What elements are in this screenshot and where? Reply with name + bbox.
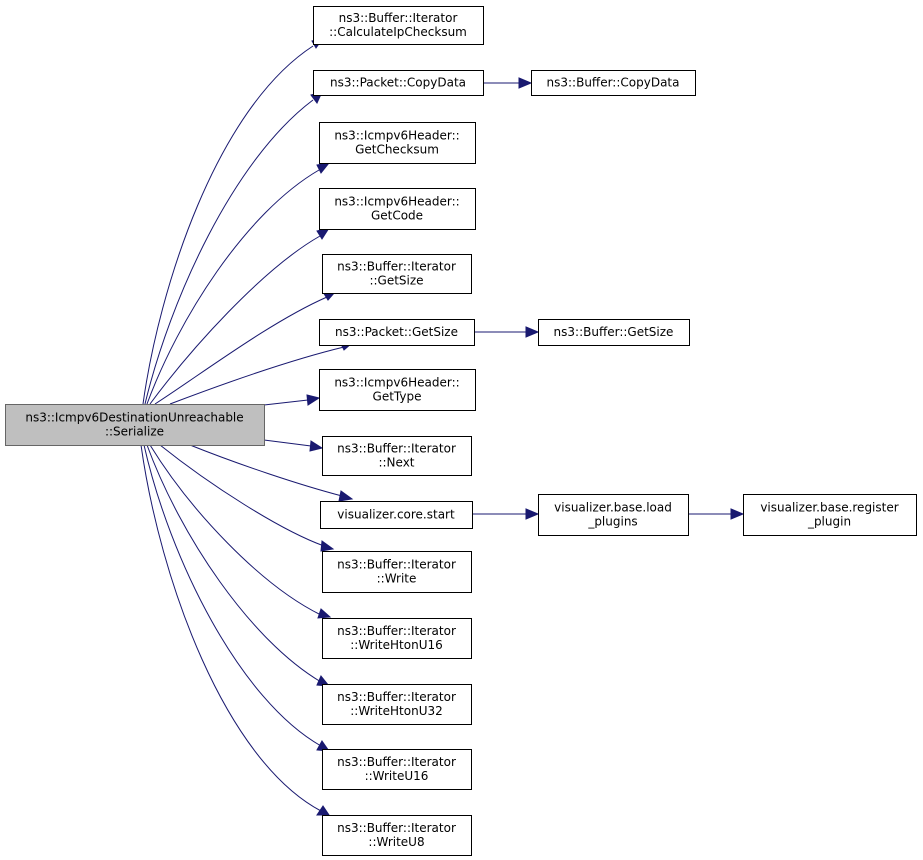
node-box [319,369,476,411]
node-box [322,684,472,725]
node-label: ns3::Icmpv6Header:: [334,129,459,143]
arrowhead-get_type [306,394,321,406]
arrowhead-vis_core_start [338,490,354,502]
node-label: ns3::Packet::CopyData [330,76,466,90]
node-box [322,551,472,593]
node-label: ::WriteHtonU32 [350,704,443,718]
node-calc_ip_checksum[interactable]: ns3::Buffer::Iterator::CalculateIpChecks… [313,6,484,45]
node-box [322,436,472,476]
node-get_code[interactable]: ns3::Icmpv6Header::GetCode [319,188,476,230]
edge-root-to-iter_writehtonu32 [146,444,322,683]
node-box [319,319,475,346]
edge-root-to-iter_writeu8 [140,444,322,812]
node-iter_write[interactable]: ns3::Buffer::Iterator::Write [322,551,472,593]
node-label: ns3::Buffer::Iterator [337,755,456,769]
node-box [538,494,689,536]
node-iter_writehtonu32[interactable]: ns3::Buffer::Iterator::WriteHtonU32 [322,684,472,725]
node-label: GetChecksum [355,143,439,157]
node-label: _plugins [587,515,637,529]
arrowhead-get_checksum [316,162,331,174]
node-label: ::WriteU8 [368,835,424,849]
node-box [319,122,476,164]
node-box [322,749,472,790]
node-label: ns3::Buffer::Iterator [339,11,458,25]
node-label: GetType [373,390,422,404]
edge-root-to-get_code [149,235,321,405]
arrowhead-vis_load_plugins [525,508,540,520]
node-buffer_getsize[interactable]: ns3::Buffer::GetSize [538,319,690,346]
node-vis_register_plugin[interactable]: visualizer.base.register_plugin [743,494,917,536]
node-label: visualizer.core.start [337,508,455,522]
node-box [322,618,472,659]
node-label: visualizer.base.load [554,501,672,515]
node-iter_getsize[interactable]: ns3::Buffer::Iterator::GetSize [322,254,472,294]
arrowhead-iter_next [309,440,324,452]
arrowhead-iter_writehtonu16 [317,608,332,619]
node-label: ns3::Buffer::GetSize [554,325,674,339]
node-label: ns3::Icmpv6Header:: [334,376,459,390]
edge-root-to-packet_copydata [144,99,314,405]
node-label: ns3::Icmpv6DestinationUnreachable [25,411,243,425]
edge-root-to-get_type [263,399,309,406]
nodes-layer: ns3::Icmpv6DestinationUnreachable::Seria… [5,6,917,856]
node-label: ns3::Buffer::Iterator [337,558,456,572]
arrowhead-buffer_copydata [518,77,533,89]
node-label: ns3::Buffer::Iterator [337,442,456,456]
edge-root-to-iter_getsize [154,296,328,405]
arrowhead-buffer_getsize [525,326,540,338]
node-box [322,254,472,294]
node-get_checksum[interactable]: ns3::Icmpv6Header::GetChecksum [319,122,476,164]
node-label: ns3::Packet::GetSize [335,325,458,339]
node-label: ns3::Buffer::Iterator [337,624,456,638]
node-label: ::GetSize [369,274,423,288]
edge-root-to-iter_writeu16 [143,444,322,747]
node-label: GetCode [371,209,423,223]
arrowhead-vis_register_plugin [730,508,745,520]
edge-root-to-iter_next [263,439,312,447]
node-iter_writehtonu16[interactable]: ns3::Buffer::Iterator::WriteHtonU16 [322,618,472,659]
arrowhead-iter_write [320,540,335,552]
node-iter_writeu16[interactable]: ns3::Buffer::Iterator::WriteU16 [322,749,472,790]
arrowhead-iter_writeu8 [316,805,330,816]
node-box [313,70,484,96]
node-box [313,6,484,45]
node-label: ns3::Buffer::Iterator [337,260,456,274]
node-packet_copydata[interactable]: ns3::Packet::CopyData [313,70,484,96]
node-box [319,188,476,230]
node-box [320,501,473,529]
edge-root-to-vis_core_start [189,444,343,497]
node-box [531,70,696,96]
node-iter_next[interactable]: ns3::Buffer::Iterator::Next [322,436,472,476]
node-packet_getsize[interactable]: ns3::Packet::GetSize [319,319,475,346]
node-box [743,494,917,536]
node-label: _plugin [807,515,851,529]
edge-root-to-iter_write [159,444,325,547]
node-label: visualizer.base.register [760,501,898,515]
node-buffer_copydata[interactable]: ns3::Buffer::CopyData [531,70,696,96]
edge-root-to-packet_getsize [169,346,345,405]
edge-root-to-iter_writehtonu16 [149,444,322,616]
node-get_type[interactable]: ns3::Icmpv6Header::GetType [319,369,476,411]
node-label: ::WriteHtonU16 [350,638,443,652]
node-label: ns3::Icmpv6Header:: [334,195,459,209]
node-label: ::Serialize [105,425,164,439]
node-label: ::CalculateIpChecksum [329,25,467,39]
node-label: ::WriteU16 [365,769,429,783]
node-vis_load_plugins[interactable]: visualizer.base.load_plugins [538,494,689,536]
node-label: ns3::Buffer::CopyData [547,76,680,90]
node-label: ::Write [377,572,417,586]
node-label: ns3::Buffer::Iterator [337,821,456,835]
node-box [322,815,472,856]
node-vis_core_start[interactable]: visualizer.core.start [320,501,473,529]
node-label: ns3::Buffer::Iterator [337,690,456,704]
edge-root-to-calc_ip_checksum [142,45,314,405]
node-iter_writeu8[interactable]: ns3::Buffer::Iterator::WriteU8 [322,815,472,856]
node-root[interactable]: ns3::Icmpv6DestinationUnreachable::Seria… [5,404,265,446]
node-box [538,319,690,346]
node-box [5,404,265,446]
node-label: ::Next [378,456,414,470]
edge-root-to-get_checksum [146,169,320,405]
